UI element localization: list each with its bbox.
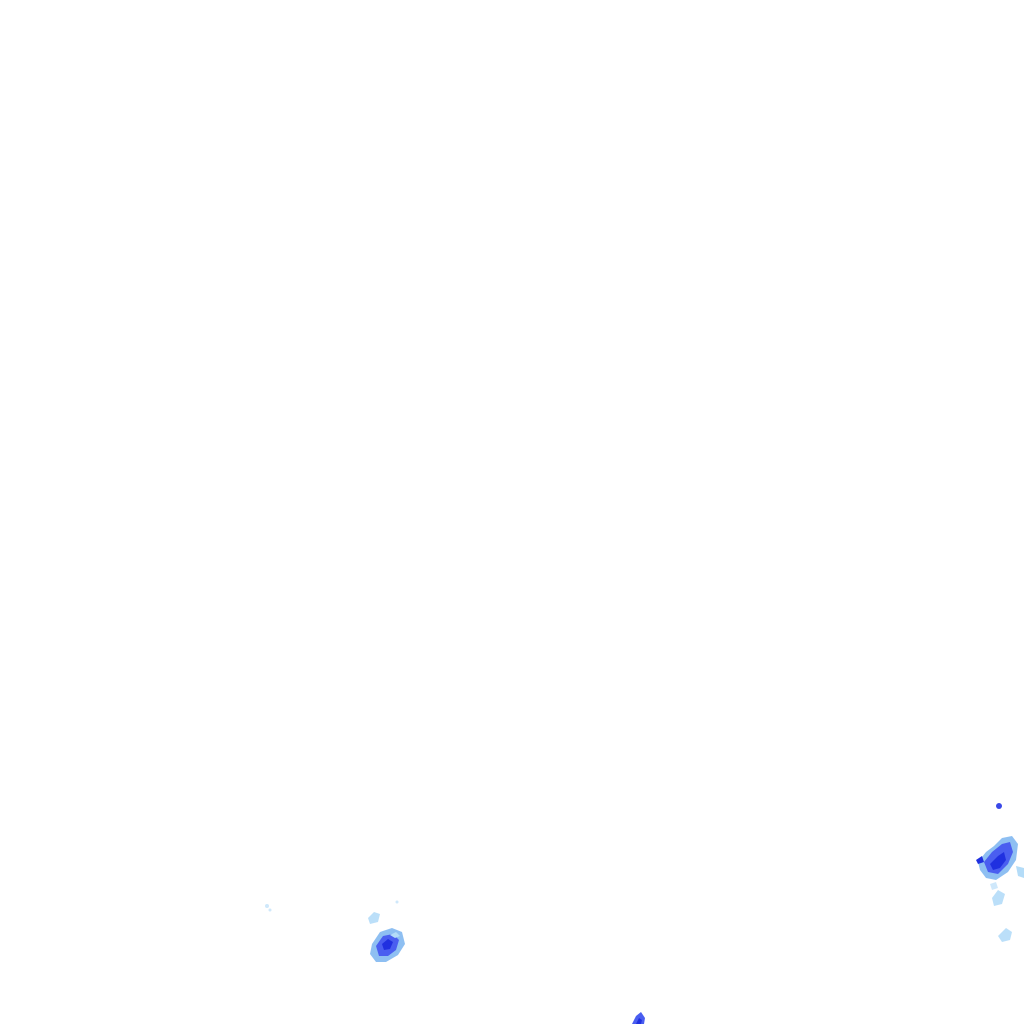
radar-echo-east-trail-2	[998, 928, 1012, 942]
radar-echo-west-small	[368, 900, 399, 924]
radar-echo-center-main	[370, 928, 405, 962]
radar-echo-south-edge	[632, 1012, 645, 1024]
radar-echo-east-trail-1	[990, 882, 1005, 906]
radar-echo-west-speck	[265, 904, 272, 912]
radar-echo-east-main	[976, 836, 1024, 880]
radar-echo-east-dot	[996, 803, 1002, 809]
